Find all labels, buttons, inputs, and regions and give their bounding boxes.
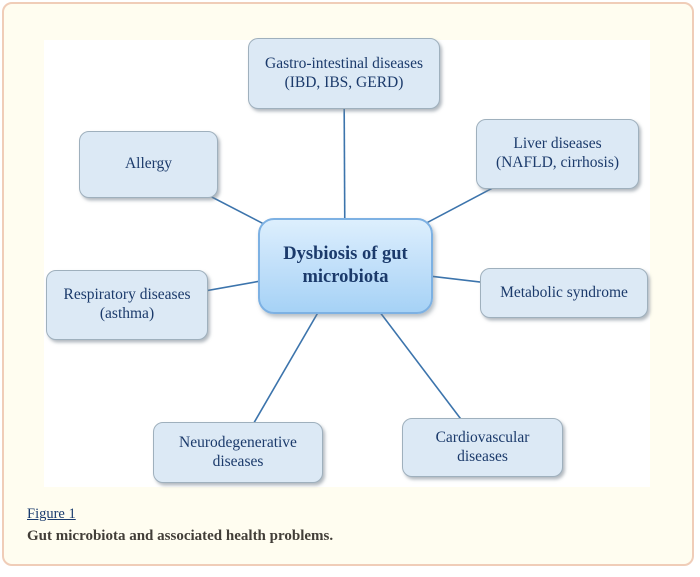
center-node-label: Dysbiosis of gut microbiota [283,243,408,287]
node-label: Neurodegenerative diseases [179,433,297,470]
node-label: Liver diseases (NAFLD, cirrhosis) [495,135,620,171]
node-label: Gastro-intestinal diseases (IBD, IBS, GE… [265,54,423,91]
figure-number-link[interactable]: Figure 1 [27,506,76,522]
node-allergy: Allergy [79,131,218,198]
node-gastrointestinal-diseases: Gastro-intestinal diseases (IBD, IBS, GE… [248,38,440,109]
node-label: Metabolic syndrome [500,283,628,301]
node-liver-diseases: Liver diseases (NAFLD, cirrhosis) [476,119,639,189]
figure-caption-text: Gut microbiota and associated health pro… [27,528,334,544]
node-dysbiosis-center: Dysbiosis of gut microbiota [258,218,433,314]
node-label: Respiratory diseases (asthma) [63,286,191,322]
node-cardiovascular-diseases: Cardiovascular diseases [402,418,563,477]
node-label: Allergy [124,155,173,173]
figure-caption-block: Figure 1 Gut microbiota and associated h… [27,505,647,545]
node-metabolic-syndrome: Metabolic syndrome [480,268,648,318]
node-label: Cardiovascular diseases [435,428,530,465]
node-neurodegenerative-diseases: Neurodegenerative diseases [153,422,323,483]
node-respiratory-diseases: Respiratory diseases (asthma) [46,270,208,340]
